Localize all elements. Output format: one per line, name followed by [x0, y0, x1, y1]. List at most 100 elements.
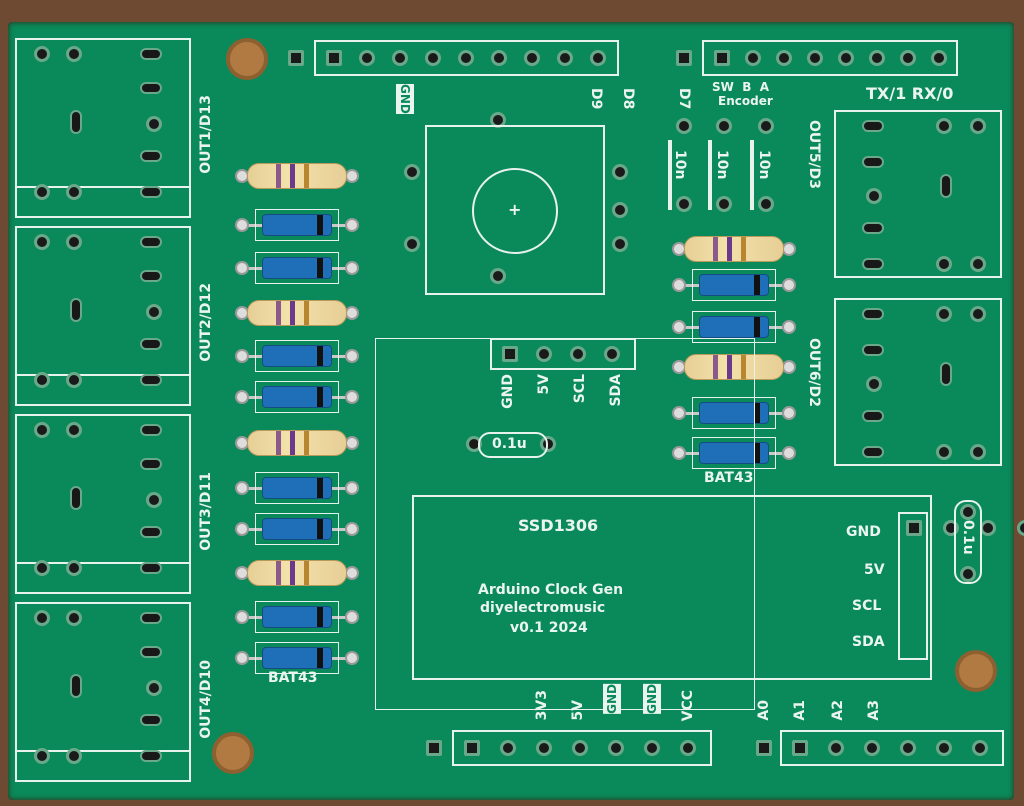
header-outline: [452, 730, 712, 766]
diode: [699, 316, 769, 338]
resistor: [247, 560, 347, 586]
solder-pad: [235, 218, 249, 232]
diode: [699, 402, 769, 424]
oled-pin-label: SCL: [852, 598, 882, 614]
mounting-hole: [212, 732, 254, 774]
oled-pin-label: SDA: [852, 634, 885, 650]
jack-pad: [936, 306, 952, 322]
jack-pad: [970, 306, 986, 322]
jack-pad: [970, 118, 986, 134]
jack-label-out3: OUT3/D11: [198, 472, 214, 551]
header-outline: [780, 730, 1004, 766]
oled-name: SSD1306: [518, 516, 599, 535]
diode-outline: [692, 269, 776, 301]
header-pin: [359, 50, 375, 66]
header-pin: [458, 50, 474, 66]
jack-pad: [140, 562, 162, 574]
solder-pad: [235, 261, 249, 275]
jack-outline: [15, 178, 191, 218]
solder-pad: [235, 390, 249, 404]
jack-pad: [936, 444, 952, 460]
header-pin: [756, 740, 772, 756]
diode: [262, 386, 332, 408]
jack-pad: [140, 186, 162, 198]
mounting-hole: [226, 38, 268, 80]
diode-outline: [692, 397, 776, 429]
encoder-pin: [612, 202, 628, 218]
solder-pad: [672, 406, 686, 420]
jack-label-out1: OUT1/D13: [198, 95, 214, 174]
jack-pad: [140, 458, 162, 470]
analog-label: A0: [756, 700, 772, 721]
header-pin: [680, 740, 696, 756]
header-pin: [828, 740, 844, 756]
header-pin: [776, 50, 792, 66]
solder-pad: [782, 242, 796, 256]
solder-pad: [782, 360, 796, 374]
solder-pad: [345, 349, 359, 363]
solder-pad: [345, 610, 359, 624]
solder-pad: [672, 320, 686, 334]
oled-outline: [412, 495, 932, 680]
encoder-pin: [612, 236, 628, 252]
header-pin: [714, 50, 730, 66]
jack-pad: [866, 188, 882, 204]
cap-pin: [676, 196, 692, 212]
diode: [262, 257, 332, 279]
jack-pad: [862, 308, 884, 320]
header-pin: [972, 740, 988, 756]
header-pin: [900, 50, 916, 66]
jack-pad: [970, 444, 986, 460]
jack-pad: [66, 422, 82, 438]
header-pin: [590, 50, 606, 66]
jack-pad: [146, 492, 162, 508]
diode-outline: [692, 311, 776, 343]
diode: [262, 477, 332, 499]
jack-pad: [862, 120, 884, 132]
diode: [262, 518, 332, 540]
jack-pad: [66, 610, 82, 626]
i2c-header-outline: [490, 338, 636, 370]
analog-label: A3: [866, 700, 882, 721]
board-version: v0.1 2024: [510, 620, 588, 636]
resistor: [247, 430, 347, 456]
d8-label: D8: [620, 88, 636, 110]
jack-outline: [15, 414, 191, 564]
oled-footprint: [375, 338, 755, 710]
oled-pin-label: GND: [846, 524, 881, 540]
header-outline: [702, 40, 958, 76]
jack-pad: [862, 222, 884, 234]
jack-pad: [34, 422, 50, 438]
solder-pad: [345, 390, 359, 404]
diode: [262, 214, 332, 236]
jack-pad: [34, 46, 50, 62]
header-pin: [676, 50, 692, 66]
header-pin: [570, 346, 586, 362]
jack-pad: [66, 748, 82, 764]
jack-pad: [140, 612, 162, 624]
cap-label: 10n: [756, 150, 772, 180]
diode-label-left: BAT43: [268, 670, 318, 686]
header-pin: [792, 740, 808, 756]
cap-pin: [676, 118, 692, 134]
jack-pad: [866, 376, 882, 392]
board-title: Arduino Clock Gen: [478, 582, 624, 598]
diode-outline: [255, 340, 339, 372]
cap-right-label: 0.1u: [960, 520, 976, 555]
solder-pad: [235, 610, 249, 624]
jack-pad: [970, 256, 986, 272]
cap-pin: [758, 118, 774, 134]
header-pin: [502, 346, 518, 362]
board-author: diyelectromusic: [480, 600, 606, 616]
jack-pad: [66, 372, 82, 388]
solder-pad: [782, 320, 796, 334]
header-pin: [838, 50, 854, 66]
cap-outline: [478, 432, 548, 458]
jack-pad: [140, 270, 162, 282]
encoder-knob-outline: [472, 168, 558, 254]
diode-outline: [255, 601, 339, 633]
jack-pad: [70, 486, 82, 510]
diode-outline: [255, 513, 339, 545]
encoder-label: Encoder: [718, 94, 773, 108]
jack-pad: [140, 750, 162, 762]
